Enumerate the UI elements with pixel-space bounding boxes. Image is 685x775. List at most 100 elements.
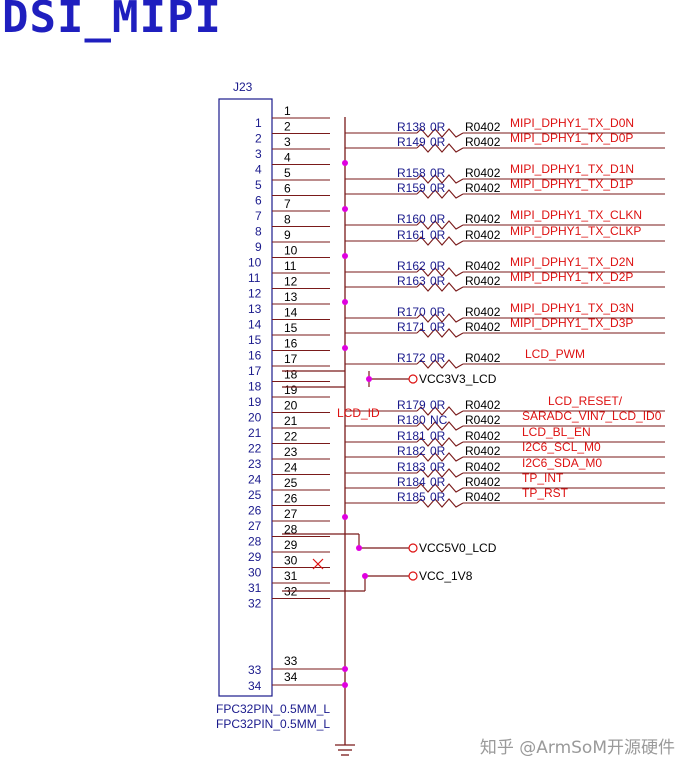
net-label: LCD_BL_EN <box>522 425 591 439</box>
resistor-icon <box>416 421 464 431</box>
inner-pin-number: 16 <box>284 337 298 351</box>
inner-pin-number: 24 <box>284 461 298 475</box>
resistor-package: R0402 <box>465 460 501 474</box>
junction-dot <box>342 514 348 520</box>
inner-pin-number: 31 <box>284 569 298 583</box>
inner-pin-number: 22 <box>284 430 298 444</box>
outer-pin-number: 5 <box>255 178 262 192</box>
net-label: MIPI_DPHY1_TX_D0P <box>510 131 633 145</box>
inner-pin-number: 3 <box>284 135 291 149</box>
resistor-package: R0402 <box>465 166 501 180</box>
inner-pin-number: 20 <box>284 399 298 413</box>
resistor-ref: R160 <box>397 212 426 226</box>
net-label: MIPI_DPHY1_TX_D2P <box>510 270 633 284</box>
outer-pin-number: 23 <box>248 457 262 471</box>
resistor-icon <box>416 236 464 246</box>
inner-pin-number: 14 <box>284 306 298 320</box>
resistor-ref: R163 <box>397 274 426 288</box>
outer-pin-number: 21 <box>248 426 262 440</box>
outer-pin-number: 10 <box>248 256 262 270</box>
outer-pin-number: 28 <box>248 535 262 549</box>
inner-pin-number: 9 <box>284 228 291 242</box>
net-label: TP_INT <box>522 471 564 485</box>
net-label: MIPI_DPHY1_TX_D3P <box>510 316 633 330</box>
outer-pin-number: 18 <box>248 380 262 394</box>
net-label: I2C6_SCL_M0 <box>522 440 601 454</box>
resistor-value: 0R <box>430 212 446 226</box>
outer-pin-number: 13 <box>248 302 262 316</box>
net-label: MIPI_DPHY1_TX_D1P <box>510 177 633 191</box>
resistor-ref: R180 <box>397 413 426 427</box>
resistor-value: 0R <box>430 259 446 273</box>
connector-refdes: J23 <box>233 80 253 94</box>
connector-body <box>218 98 273 697</box>
net-label: MIPI_DPHY1_TX_CLKP <box>510 224 641 238</box>
outer-pin-number: 11 <box>248 271 261 285</box>
resistor-value: NC <box>430 413 448 427</box>
inner-pin-number: 8 <box>284 213 291 227</box>
connector-footprint-2: FPC32PIN_0.5MM_L <box>216 717 330 731</box>
net-label: I2C6_SDA_M0 <box>522 456 602 470</box>
junction-dot <box>342 299 348 305</box>
resistor-icon <box>416 143 464 153</box>
net-label: TP_RST <box>522 486 569 500</box>
junction-dot <box>342 253 348 259</box>
resistor-value: 0R <box>430 351 446 365</box>
resistor-icon <box>416 452 464 462</box>
inner-pin-number: 25 <box>284 476 298 490</box>
resistor-value: 0R <box>430 398 446 412</box>
outer-pin-number: 2 <box>255 132 262 146</box>
junction-dot <box>342 666 348 672</box>
resistor-icon <box>416 282 464 292</box>
resistor-value: 0R <box>430 490 446 504</box>
outer-pin-number: 33 <box>248 663 262 677</box>
resistor-value: 0R <box>430 460 446 474</box>
junction-dot <box>342 160 348 166</box>
vcc5v0-label: VCC5V0_LCD <box>419 541 497 555</box>
outer-pin-number: 31 <box>248 581 262 595</box>
resistor-ref: R184 <box>397 475 426 489</box>
junction-dot <box>342 682 348 688</box>
outer-pin-number: 25 <box>248 488 262 502</box>
outer-pin-number: 9 <box>255 240 262 254</box>
vcc3v3-net: VCC3V3_LCD <box>282 370 497 388</box>
vcc1v8-label: VCC_1V8 <box>419 569 473 583</box>
resistor-ref: R183 <box>397 460 426 474</box>
resistor-icon <box>416 468 464 478</box>
resistor-ref: R185 <box>397 490 426 504</box>
net-label: MIPI_DPHY1_TX_D1N <box>510 162 634 176</box>
outer-pin-number: 14 <box>248 318 262 332</box>
inner-pin-number: 1 <box>284 104 291 118</box>
resistor-icon <box>416 498 464 508</box>
resistor-package: R0402 <box>465 490 501 504</box>
outer-pin-number: 12 <box>248 287 262 301</box>
resistor-ref: R171 <box>397 320 426 334</box>
inner-pin-number: 2 <box>284 120 291 134</box>
inner-pin-number: 17 <box>284 352 298 366</box>
resistor-package: R0402 <box>465 398 501 412</box>
inner-pin-number: 30 <box>284 554 298 568</box>
resistor-icon <box>416 437 464 447</box>
outer-pin-number: 1 <box>255 116 262 130</box>
resistor-value: 0R <box>430 320 446 334</box>
resistor-value: 0R <box>430 228 446 242</box>
resistor-value: 0R <box>430 120 446 134</box>
resistor-icon <box>416 406 464 416</box>
outer-pin-number: 19 <box>248 395 262 409</box>
resistor-package: R0402 <box>465 305 501 319</box>
outer-pin-number: 20 <box>248 411 262 425</box>
no-connect-icon <box>312 558 324 570</box>
resistor-value: 0R <box>430 181 446 195</box>
resistor-ref: R161 <box>397 228 426 242</box>
resistor-value: 0R <box>430 274 446 288</box>
resistor-package: R0402 <box>465 413 501 427</box>
resistor-ref: R162 <box>397 259 426 273</box>
resistor-package: R0402 <box>465 274 501 288</box>
resistor-icon <box>416 267 464 277</box>
outer-pin-number: 15 <box>248 333 262 347</box>
inner-pin-number: 6 <box>284 182 291 196</box>
vcc3v3-label: VCC3V3_LCD <box>419 372 497 386</box>
inner-pin-number: 13 <box>284 290 298 304</box>
resistor-package: R0402 <box>465 429 501 443</box>
resistor-package: R0402 <box>465 320 501 334</box>
